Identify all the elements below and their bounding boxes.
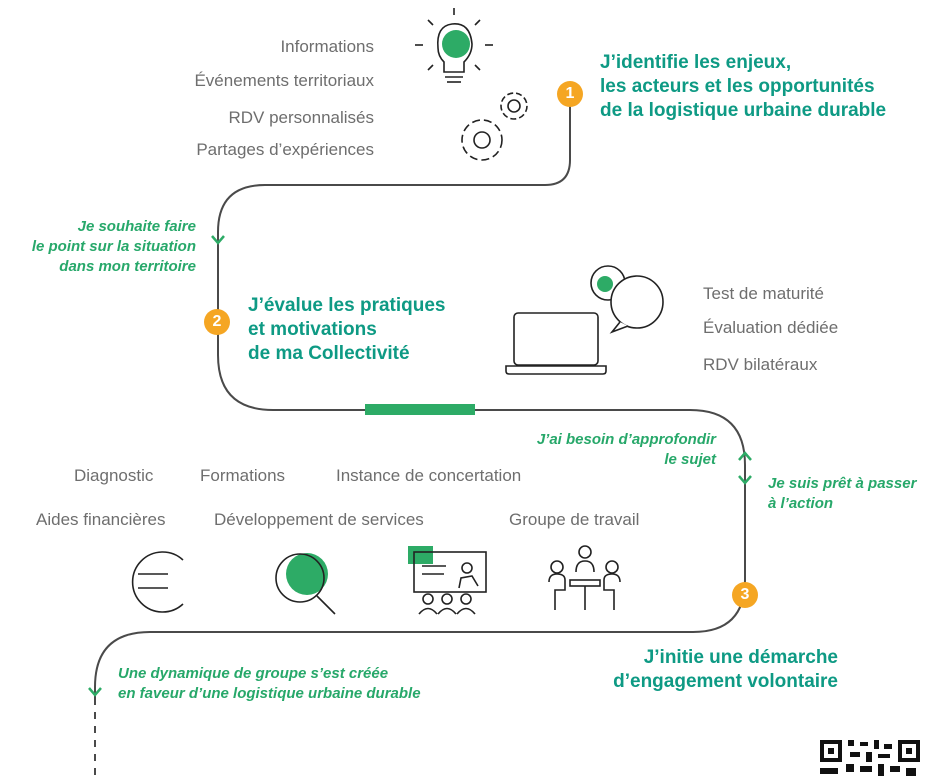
service-diagnostic: Diagnostic bbox=[74, 466, 154, 485]
service-formations: Formations bbox=[200, 466, 286, 485]
lightbulb-icon bbox=[415, 8, 493, 83]
qr-code bbox=[820, 740, 920, 777]
meeting-icon bbox=[548, 545, 621, 610]
gears-icon bbox=[461, 92, 528, 161]
euro-icon bbox=[131, 551, 184, 613]
step3-title: J’initie une démarche d’engagement volon… bbox=[613, 647, 838, 692]
service-test-maturite: Test de maturité bbox=[703, 284, 824, 303]
service-groupe-travail: Groupe de travail bbox=[509, 510, 640, 529]
service-partages: Partages d’expériences bbox=[196, 140, 374, 159]
step1-title: J’identifie les enjeux, les acteurs et l… bbox=[600, 52, 887, 121]
laptop-icon bbox=[505, 312, 607, 375]
chat-bubbles-icon bbox=[590, 265, 664, 334]
note-dynamique-groupe: Une dynamique de groupe s’est créée en f… bbox=[118, 665, 421, 702]
step2-title: J’évalue les pratiques et motivations de… bbox=[248, 295, 446, 364]
note-situation: Je souhaite faire le point sur la situat… bbox=[31, 218, 196, 275]
service-evaluation: Évaluation dédiée bbox=[703, 318, 839, 337]
step-badge-2: 2 bbox=[204, 309, 230, 335]
chevron-down-icon bbox=[211, 235, 225, 245]
magnifier-icon bbox=[275, 553, 336, 615]
note-approfondir: J’ai besoin d’approfondir le sujet bbox=[536, 431, 716, 468]
note-pret-action: Je suis prêt à passer à l’action bbox=[768, 475, 917, 512]
presentation-icon bbox=[408, 546, 487, 615]
service-informations: Informations bbox=[280, 37, 374, 56]
service-evenements: Événements territoriaux bbox=[194, 71, 374, 90]
step-badge-1: 1 bbox=[557, 81, 583, 107]
service-rdv-personnalises: RDV personnalisés bbox=[228, 108, 374, 127]
progress-highlight bbox=[365, 404, 475, 415]
service-developpement: Développement de services bbox=[214, 510, 424, 529]
journey-path bbox=[94, 100, 746, 705]
service-rdv-bilateraux: RDV bilatéraux bbox=[703, 355, 818, 374]
chevron-down-icon bbox=[88, 687, 102, 697]
service-instance-concertation: Instance de concertation bbox=[336, 466, 522, 485]
chevron-down-icon bbox=[738, 475, 752, 485]
chevron-up-icon bbox=[738, 451, 752, 461]
service-aides-financieres: Aides financières bbox=[36, 510, 166, 529]
step-badge-3: 3 bbox=[732, 582, 758, 608]
